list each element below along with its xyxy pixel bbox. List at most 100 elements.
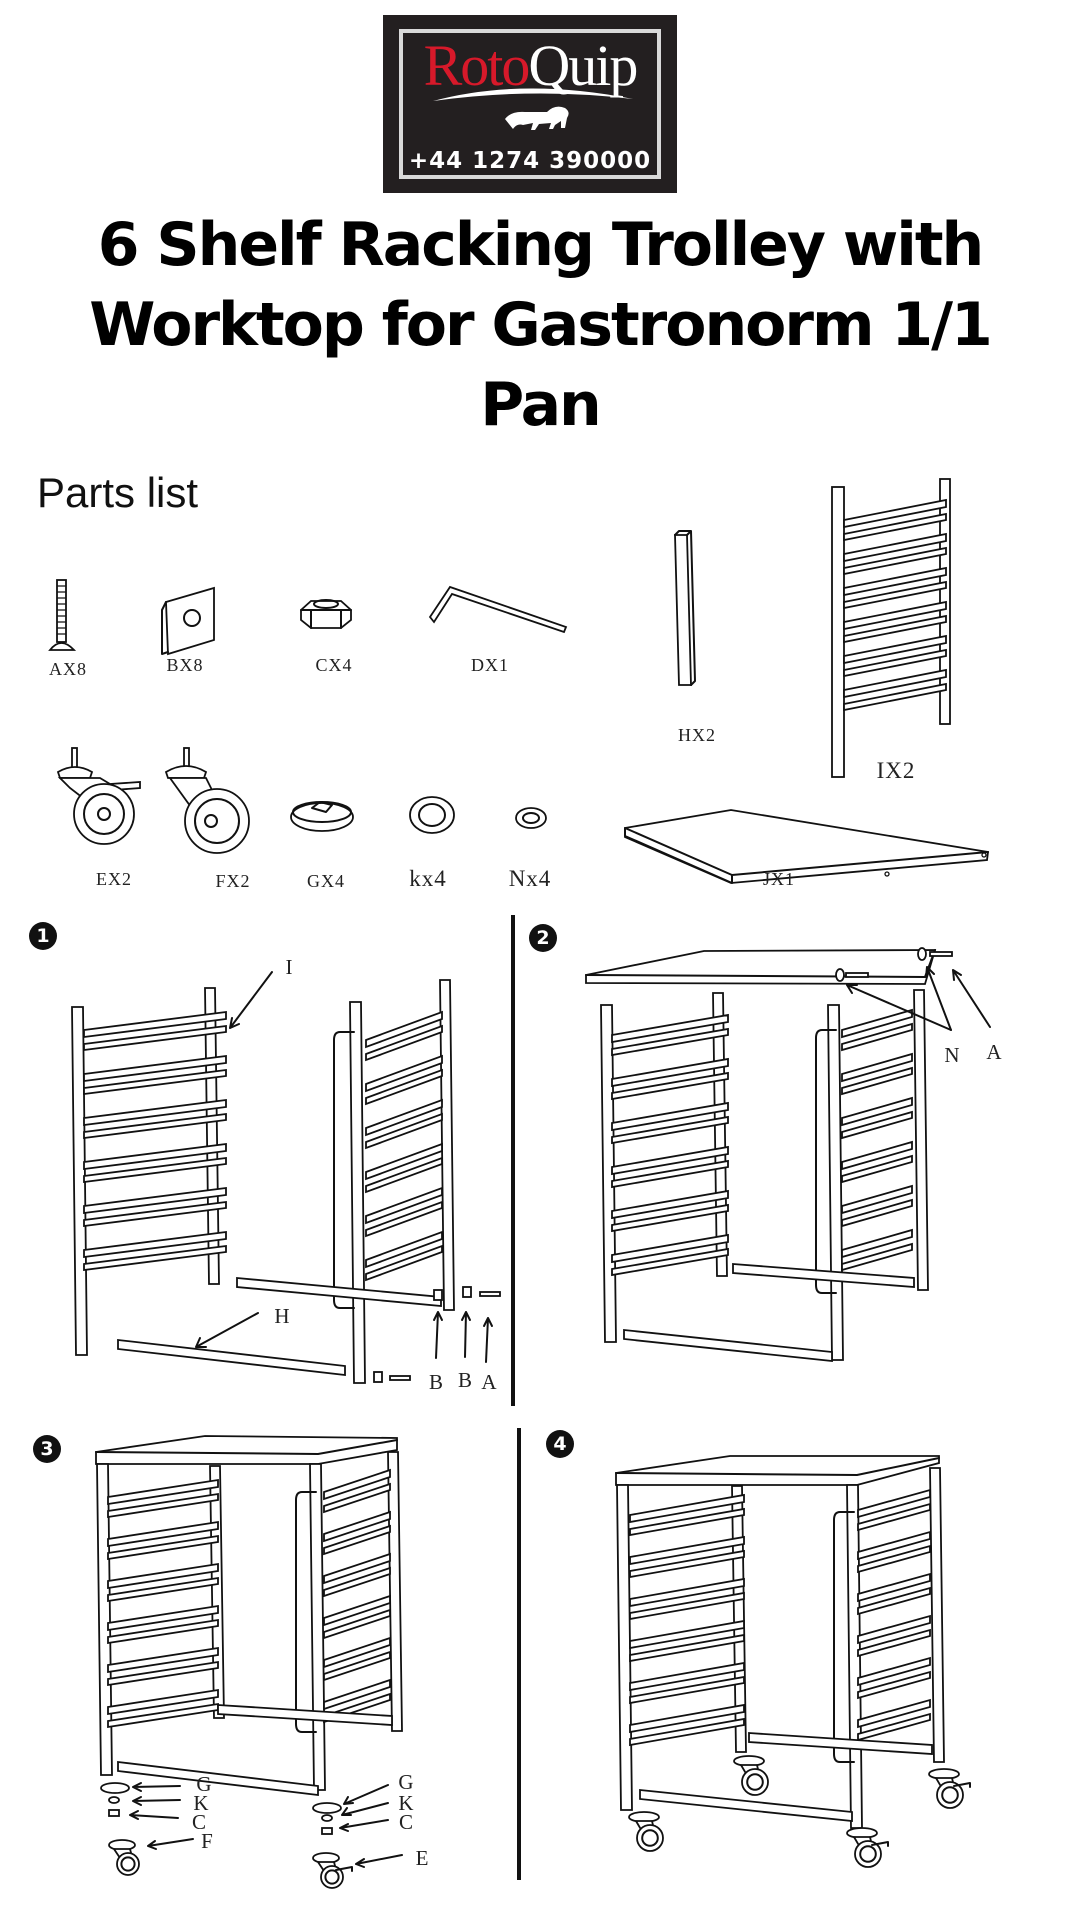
shelf-runner [107,1492,219,1519]
castor-hub [941,1786,959,1804]
shelf-runner [843,566,947,597]
shelf-runner [841,1140,913,1171]
shelf-runner [629,1661,745,1692]
logo-wordmark: RotoQuip [383,37,677,95]
part-label-d: DX1 [471,655,509,675]
castor-hub [324,1869,340,1885]
cross-bar [639,1789,853,1822]
frame-post [349,1001,366,1384]
cross-bar [732,1263,915,1288]
shelf-runner [611,1071,729,1101]
shelf-runner [841,1198,913,1228]
shelf-runner [83,1112,227,1140]
part-label-n: Nx4 [508,866,552,891]
shelf-runner [611,1203,729,1233]
part-label-b: BX8 [166,655,204,675]
shelf-runner [629,1703,745,1734]
castor-icon [164,747,250,854]
shelf-runner [857,1572,931,1603]
shelf-runner [365,1010,443,1049]
foot-cap-icon [290,801,354,832]
shelf-runner [107,1618,219,1645]
shelf-runner [843,634,947,665]
castor-hub [859,1845,877,1863]
callout-b1: B [428,1370,444,1394]
step-divider-top [511,915,515,1406]
castor-wheel [854,1840,882,1868]
callout-a1: A [481,1370,497,1394]
shelf-runner [611,1057,729,1088]
shelf-runner [323,1650,391,1682]
shelf-runner [83,1068,227,1096]
shelf-runner [629,1619,745,1650]
shelf-runner [365,1186,443,1225]
shelf-runner [611,1027,729,1057]
page-title: 6 Shelf Racking Trolley with Worktop for… [89,210,993,440]
shelf-runner [841,1228,913,1259]
foot-cap-g [100,1782,130,1794]
step-3-badge: 3 [33,1435,61,1463]
shelf-runner [857,1488,931,1519]
shelf-runner [857,1586,931,1616]
callout-c1: C [191,1810,207,1834]
shelf-runner [857,1628,931,1658]
shelf-runner [629,1549,745,1579]
shelf-runner [857,1698,931,1729]
shelf-runner [611,1145,729,1176]
shelf-runner [843,498,947,529]
shelf-runner [107,1520,219,1548]
callout-h: H [274,1304,290,1328]
shelf-runner [107,1688,219,1716]
brand-logo: RotoQuip +44 1274 390000 [383,15,677,193]
callout-k1: K [193,1791,209,1815]
castor-brake [953,1782,971,1788]
shelf-runner [611,1101,729,1132]
logo-phone-number: +44 1274 390000 [408,148,652,174]
shelf-runner [107,1646,219,1674]
shelf-runner [611,1247,729,1277]
shelf-runner [323,1510,391,1543]
shelf-runner [841,1242,913,1272]
cross-bar [748,1732,933,1755]
callout-k2: K [398,1791,414,1815]
shelf-runner [365,1244,443,1282]
rack-handle [833,1511,855,1763]
shelf-runner [323,1524,391,1556]
bolt [845,972,869,978]
shelf-runner [843,512,947,542]
parts-list-heading: Parts list [37,469,199,516]
shelf-runner [629,1717,745,1747]
shelf-runner [843,668,947,699]
shelf-runner [323,1566,391,1598]
shelf-runner [611,1233,729,1264]
shelf-runner [629,1675,745,1705]
frame-post [913,989,929,1291]
shelf-runner [629,1591,745,1621]
shelf-runner [857,1530,931,1561]
step-4-badge: 4 [546,1430,574,1458]
rack-handle [333,1031,355,1309]
shelf-runner [107,1562,219,1590]
castor-wheel [636,1824,664,1852]
shelf-runner [83,1024,227,1052]
logo-swoosh-and-lion-icon [433,88,633,130]
rack-side-frame-icon [831,478,951,778]
shelf-runner [841,1184,913,1215]
shelf-runner [323,1636,391,1669]
callout-g1: G [196,1772,212,1796]
shelf-runner [83,1010,227,1039]
step-4-diagram [615,1455,971,1868]
shelf-runner [611,1115,729,1145]
worktop-edge [615,1457,940,1476]
hex-nut-icon [300,599,352,629]
shelf-runner [611,1189,729,1220]
shelf-runner [107,1576,219,1603]
part-label-j: JX1 [762,869,796,889]
rack-handle [815,1029,837,1294]
cross-bar [236,1277,442,1307]
bolt [929,951,953,957]
shelf-runner [83,1244,227,1272]
part-label-c: CX4 [315,655,353,675]
callout-f: F [201,1829,213,1853]
